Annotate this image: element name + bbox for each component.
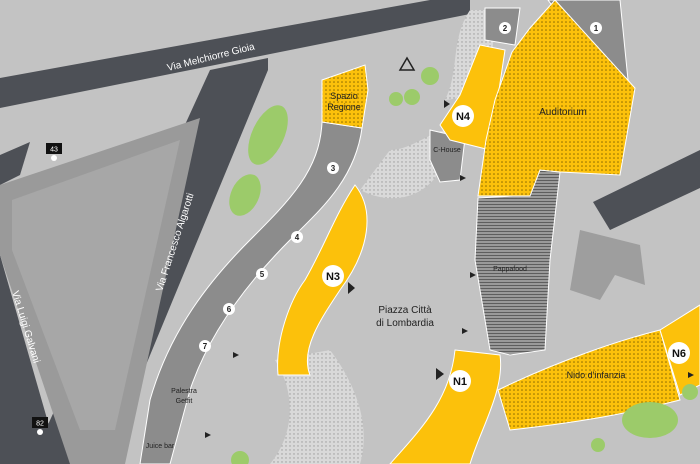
building-left-curve — [139, 121, 363, 464]
label-auditorium: Auditorium — [539, 107, 587, 118]
building-nido[interactable] — [497, 329, 681, 431]
arrow-icon-1 — [444, 100, 450, 108]
building-n1[interactable] — [389, 349, 502, 464]
unit-marker-5[interactable]: 5 — [256, 268, 268, 280]
house-number-82: 82 — [32, 417, 48, 435]
svg-text:5: 5 — [260, 270, 265, 279]
tree-bottom-left — [231, 451, 249, 464]
arrow-icon-7 — [205, 432, 211, 438]
tree-bottom-right-2 — [682, 384, 698, 400]
marker-n3[interactable]: N3 — [322, 265, 344, 287]
unit-marker-1[interactable]: 1 — [590, 22, 602, 34]
svg-text:1: 1 — [594, 24, 599, 33]
svg-text:N3: N3 — [326, 271, 340, 283]
block-triangle-inner — [12, 140, 180, 430]
label-palestra-2: Getfit — [176, 398, 193, 405]
building-n3[interactable] — [277, 184, 368, 376]
svg-text:6: 6 — [227, 305, 232, 314]
unit-marker-2[interactable]: 2 — [499, 22, 511, 34]
road-via-melchiorre-gioia[interactable] — [0, 0, 470, 108]
svg-text:4: 4 — [295, 233, 300, 242]
arrow-icon-2 — [460, 175, 466, 181]
marker-n1[interactable]: N1 — [449, 370, 471, 392]
road-via-galvani-upper[interactable] — [0, 142, 30, 185]
tree-bottom-right-1 — [622, 402, 678, 438]
label-piazza-2: di Lombardia — [376, 318, 434, 329]
tree-left-1 — [248, 105, 288, 165]
tree-top-3 — [389, 92, 403, 106]
arrow-icon-5 — [688, 372, 694, 378]
label-pappafood: Pappafood — [493, 266, 527, 273]
label-palestra-1: Palestra — [171, 388, 197, 395]
arrow-icon-8 — [348, 282, 355, 294]
marker-n6[interactable]: N6 — [668, 342, 690, 364]
house-number-43: 43 — [46, 143, 62, 161]
walkway-left — [270, 350, 364, 464]
label-piazza-1: Piazza Città — [378, 305, 432, 316]
building-spazio-regione[interactable] — [321, 64, 369, 129]
svg-text:3: 3 — [331, 164, 336, 173]
triangle-marker-icon — [398, 56, 416, 71]
tree-top-1 — [421, 67, 439, 85]
building-auditorium[interactable] — [477, 0, 636, 197]
svg-text:N1: N1 — [453, 376, 467, 388]
arrow-icon-4 — [462, 328, 468, 334]
building-grey-right — [570, 230, 645, 300]
road-right-top[interactable] — [593, 150, 700, 230]
svg-text:N6: N6 — [672, 348, 686, 360]
unit-marker-3[interactable]: 3 — [327, 162, 339, 174]
label-spazio-regione-1: Spazio — [330, 91, 358, 101]
svg-text:2: 2 — [503, 24, 508, 33]
unit-marker-6[interactable]: 6 — [223, 303, 235, 315]
svg-text:N4: N4 — [456, 111, 471, 123]
road-via-galvani[interactable] — [0, 255, 60, 464]
label-nido: Nido d'infanzia — [567, 370, 626, 380]
marker-n4[interactable]: N4 — [452, 105, 474, 127]
tree-top-2 — [404, 89, 420, 105]
label-c-house: C-House — [433, 147, 461, 154]
tree-bottom-mid — [591, 438, 605, 452]
label-spazio-regione-2: Regione — [327, 102, 361, 112]
arrow-icon-3 — [470, 272, 476, 278]
tree-left-2 — [229, 174, 261, 216]
unit-marker-4[interactable]: 4 — [291, 231, 303, 243]
svg-text:43: 43 — [50, 147, 58, 154]
label-juice-bar: Juice bar — [146, 443, 175, 450]
svg-text:82: 82 — [36, 421, 44, 428]
arrow-icon-9 — [436, 368, 444, 380]
arrow-icon-6 — [233, 352, 239, 358]
unit-marker-7[interactable]: 7 — [199, 340, 211, 352]
svg-text:7: 7 — [203, 342, 208, 351]
